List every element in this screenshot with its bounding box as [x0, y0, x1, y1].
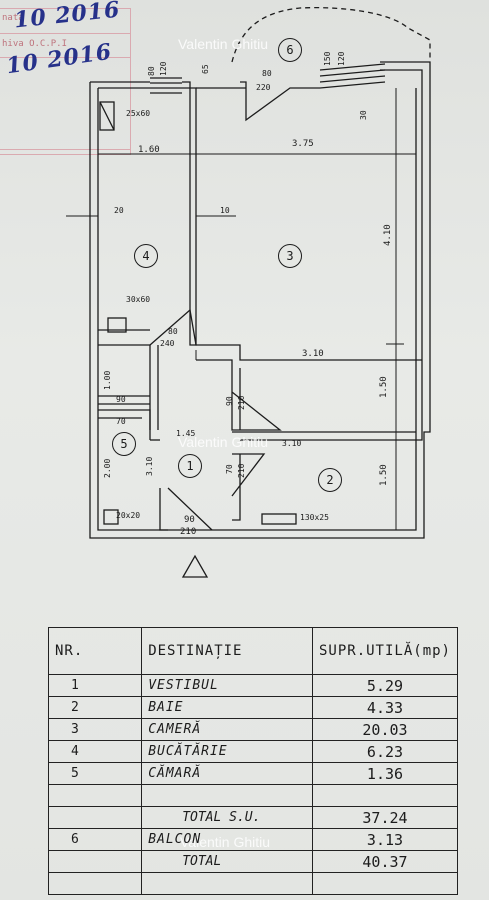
total-su-value: 37.24: [311, 806, 459, 829]
dim-label: 65: [201, 64, 210, 74]
total-su-label: TOTAL S.U.: [141, 806, 313, 829]
row-val: 20.03: [311, 718, 459, 741]
dim-label: 20x20: [116, 511, 141, 520]
room-number-6: 6: [278, 38, 302, 62]
dim-label: 3.10: [302, 349, 324, 359]
table-row-balcon: 6 BALCON 3.13: [47, 828, 459, 851]
dim-label: 3.10: [145, 456, 154, 476]
duct-25x60: [99, 101, 115, 131]
dim-label: 130x25: [300, 513, 329, 522]
balcony-outline: [231, 7, 431, 63]
dim-label: 30: [359, 110, 368, 120]
dim-label: 2.00: [103, 458, 112, 478]
row-nr: 5: [47, 762, 143, 785]
stamp-text-2: hiva O.C.P.I: [2, 39, 68, 49]
dim-label: 80: [262, 69, 272, 78]
dim-label: 70: [116, 417, 126, 426]
dim-label: 240: [160, 339, 175, 348]
header-suprafata: SUPR.UTILĂ(mp): [311, 627, 459, 675]
table-row-total: TOTAL 40.37: [47, 850, 459, 873]
row-dest: CAMERĂ: [141, 718, 313, 741]
row-dest: CĂMARĂ: [141, 762, 313, 785]
table-row-total-su: TOTAL S.U. 37.24: [47, 806, 459, 829]
dim-label: 90: [225, 396, 234, 406]
window-top-left: [150, 77, 182, 94]
dim-label: 1.00: [103, 370, 112, 390]
dim-label: 210: [237, 463, 246, 478]
dim-label: 1.60: [138, 145, 160, 155]
stamp-text-1: nata: [2, 13, 24, 23]
total-label: TOTAL: [141, 850, 313, 873]
dim-label: 120: [337, 51, 346, 66]
balcon-value: 3.13: [311, 828, 459, 851]
dim-label: 80: [168, 327, 178, 336]
dim-label: 150: [323, 51, 332, 66]
dim-label: 210: [180, 527, 197, 537]
dim-label: 20: [114, 206, 124, 215]
dim-label: 1.50: [379, 376, 389, 398]
partition-wall: [189, 100, 197, 346]
room-number-2: 2: [318, 468, 342, 492]
dim-label: 90: [116, 395, 126, 404]
table-row: 5 CĂMARĂ 1.36: [47, 762, 459, 785]
total-value: 40.37: [311, 850, 459, 873]
row-val: 6.23: [311, 740, 459, 763]
row-dest: BUCĂTĂRIE: [141, 740, 313, 763]
row-val: 1.36: [311, 762, 459, 785]
watermark-top: Valentin Ghitiu: [178, 36, 269, 52]
row-nr: 1: [47, 674, 143, 697]
dim-label: 10: [220, 206, 230, 215]
row-nr: 2: [47, 696, 143, 719]
kitchen-door: [149, 308, 422, 361]
dim-label: 30x60: [126, 295, 151, 304]
row-val: 5.29: [311, 674, 459, 697]
table-row: 1 VESTIBUL 5.29: [47, 674, 459, 697]
table-row-empty: [47, 872, 459, 895]
room-number-3: 3: [278, 244, 302, 268]
dim-label: 70: [225, 464, 234, 474]
row-val: 4.33: [311, 696, 459, 719]
outer-wall: [89, 61, 431, 539]
header-nr: NR.: [47, 627, 143, 675]
table-row: 2 BAIE 4.33: [47, 696, 459, 719]
balcon-label: BALCON: [141, 828, 313, 851]
dim-label: 1.45: [176, 429, 196, 438]
table-row: 3 CAMERĂ 20.03: [47, 718, 459, 741]
dim-label: 1.50: [379, 464, 389, 486]
dim-label: 80: [147, 66, 156, 76]
dim-label: 4.10: [383, 224, 393, 246]
dim-label: 3.75: [292, 139, 314, 149]
table-row-empty: [47, 784, 459, 807]
area-table: NR. DESTINAȚIE SUPR.UTILĂ(mp) 1 VESTIBUL…: [47, 627, 459, 895]
entrance-marker: [181, 554, 209, 578]
window-top-right: [319, 63, 386, 89]
table-header-row: NR. DESTINAȚIE SUPR.UTILĂ(mp): [47, 627, 459, 675]
floor-plan: [66, 7, 431, 578]
row-dest: VESTIBUL: [141, 674, 313, 697]
dim-label: 3.10: [282, 439, 302, 448]
room-number-1: 1: [178, 454, 202, 478]
row-nr: 4: [47, 740, 143, 763]
row-dest: BAIE: [141, 696, 313, 719]
row-nr: 3: [47, 718, 143, 741]
dim-label: 25x60: [126, 109, 151, 118]
dim-label: 120: [159, 61, 168, 76]
dim-label: 90: [184, 515, 195, 525]
watermark-middle: Valentin Ghitiu: [178, 434, 269, 450]
header-destinatie: DESTINAȚIE: [141, 627, 313, 675]
balcon-nr: 6: [47, 828, 143, 851]
room-number-5: 5: [112, 432, 136, 456]
dim-label: 220: [256, 83, 271, 92]
dim-label: 210: [237, 395, 246, 410]
table-row: 4 BUCĂTĂRIE 6.23: [47, 740, 459, 763]
room-number-4: 4: [134, 244, 158, 268]
